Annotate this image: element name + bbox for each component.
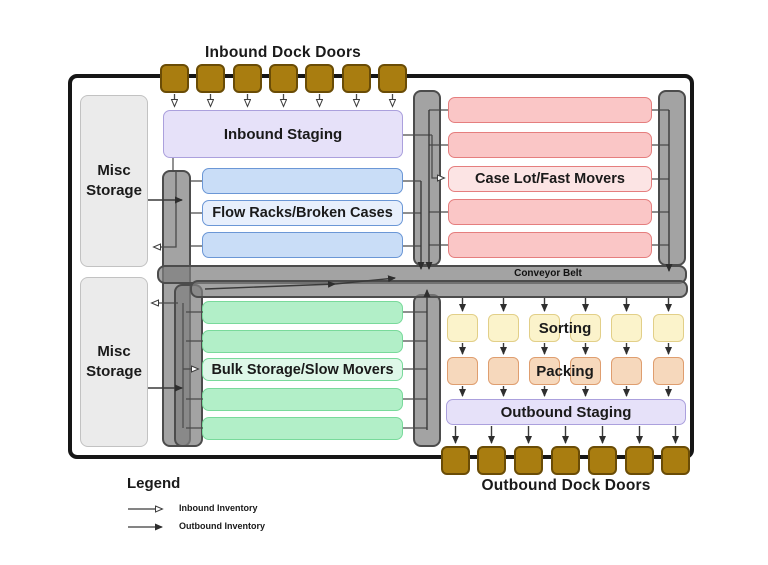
flow-racks-row xyxy=(202,168,403,194)
legend-item-outbound: Outbound Inventory xyxy=(179,521,265,531)
legend-title: Legend xyxy=(127,475,181,492)
bulk-storage-row xyxy=(202,330,403,353)
outbound-dock-door xyxy=(514,446,543,475)
aisle-right xyxy=(658,90,686,266)
misc-storage-top: Misc Storage xyxy=(80,95,148,267)
bulk-storage-row xyxy=(202,417,403,440)
outbound-dock-door xyxy=(625,446,654,475)
case-lot-row xyxy=(448,97,652,123)
outbound-dock-door xyxy=(477,446,506,475)
case-lot-row xyxy=(448,132,652,158)
bulk-storage-row xyxy=(202,301,403,324)
legend-item-inbound: Inbound Inventory xyxy=(179,503,258,513)
aisle-center-lower xyxy=(413,294,441,447)
conveyor-belt-lower-lane xyxy=(190,280,688,298)
flow-racks-row xyxy=(202,232,403,258)
sorting-station xyxy=(653,314,684,342)
inbound-dock-door xyxy=(378,64,407,93)
packing-label: Packing xyxy=(536,362,594,380)
packing-station xyxy=(447,357,478,385)
aisle-center-upper xyxy=(413,90,441,266)
packing-station xyxy=(488,357,519,385)
outbound-dock-door xyxy=(551,446,580,475)
inbound-dock-door xyxy=(342,64,371,93)
outbound-dock-door xyxy=(661,446,690,475)
packing-station xyxy=(611,357,642,385)
packing-station xyxy=(653,357,684,385)
bulk-storage-label-row: Bulk Storage/Slow Movers xyxy=(202,358,403,381)
outbound-staging: Outbound Staging xyxy=(446,399,686,425)
sorting-station xyxy=(529,314,560,342)
packing-station xyxy=(570,357,601,385)
bulk-storage-row xyxy=(202,388,403,411)
outbound-dock-door xyxy=(441,446,470,475)
packing-station xyxy=(529,357,560,385)
case-lot-label-row: Case Lot/Fast Movers xyxy=(448,166,652,192)
inbound-dock-door xyxy=(160,64,189,93)
legend-arrow-samples xyxy=(128,509,162,531)
inbound-dock-doors-title: Inbound Dock Doors xyxy=(204,44,361,61)
outbound-dock-doors-title: Outbound Dock Doors xyxy=(481,477,651,494)
flow-racks-label-row: Flow Racks/Broken Cases xyxy=(202,200,403,226)
case-lot-row xyxy=(448,199,652,225)
sorting-label: Sorting xyxy=(538,319,592,337)
inbound-dock-door xyxy=(196,64,225,93)
outbound-dock-door xyxy=(588,446,617,475)
inbound-staging: Inbound Staging xyxy=(163,110,403,158)
inbound-dock-door xyxy=(233,64,262,93)
misc-storage-bottom: Misc Storage xyxy=(80,277,148,447)
aisle-left-lower xyxy=(174,284,203,447)
inbound-dock-door xyxy=(305,64,334,93)
case-lot-row xyxy=(448,232,652,258)
sorting-station xyxy=(570,314,601,342)
sorting-station xyxy=(488,314,519,342)
sorting-station xyxy=(447,314,478,342)
inbound-dock-door xyxy=(269,64,298,93)
conveyor-belt-label: Conveyor Belt xyxy=(514,268,582,279)
sorting-station xyxy=(611,314,642,342)
